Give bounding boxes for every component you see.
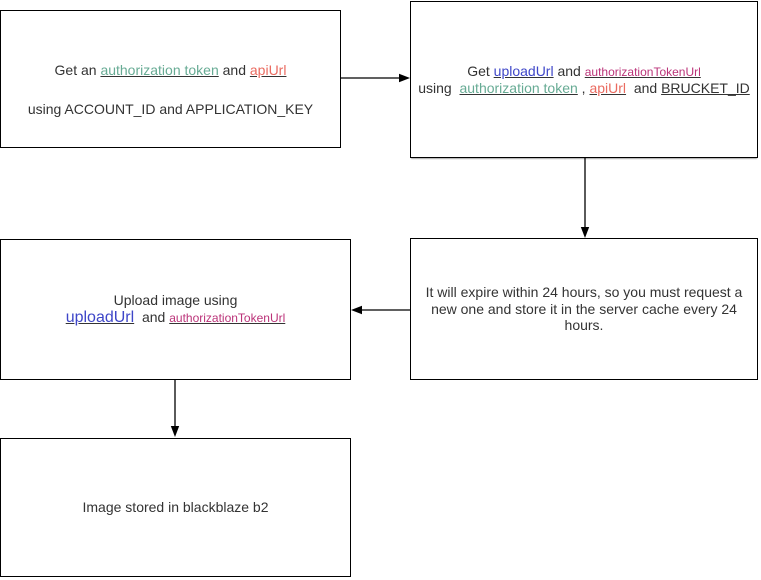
text-segment: and: [553, 63, 585, 80]
auth-token-url-link-text: authorizationTokenUrl: [584, 65, 701, 80]
get-upload-url-node: Get uploadUrl and authorizationTokenUrl …: [410, 1, 758, 158]
text-segment: using: [418, 79, 460, 96]
arrow-get-upload-url-to-expiry-note: [580, 158, 590, 238]
api-url-link-text: apiUrl: [589, 79, 627, 96]
node-text-line: Get an authorization token and apiUrl: [55, 62, 287, 79]
text-segment: Get: [467, 63, 494, 80]
upload-image-node: Upload image using uploadUrl and authori…: [0, 239, 351, 380]
upload-url-link-text: uploadUrl: [493, 63, 554, 80]
expiry-note-node: It will expire within 24 hours, so you m…: [410, 238, 758, 380]
text-segment: ,: [577, 79, 590, 96]
node-text-line: Image stored in blackblaze b2: [82, 499, 269, 516]
node-text-line: Get uploadUrl and authorizationTokenUrl: [467, 63, 701, 80]
auth-token-link-text: authorization token: [100, 62, 219, 79]
text-segment: and: [134, 309, 170, 326]
arrow-upload-image-to-stored: [170, 380, 180, 437]
stored-node: Image stored in blackblaze b2: [0, 438, 351, 577]
text-segment: Get an: [54, 62, 101, 79]
text-segment: and: [626, 79, 662, 96]
auth-token-url-link-text: authorizationTokenUrl: [169, 311, 286, 326]
node-text-line: Upload image using: [113, 291, 238, 308]
api-url-link-text: apiUrl: [249, 62, 287, 79]
node-text-line: It will expire within 24 hours, so you m…: [425, 283, 747, 334]
node-text-line: using authorization token , apiUrl and B…: [418, 80, 750, 96]
node-text-line: uploadUrl and authorizationTokenUrl: [66, 308, 286, 327]
arrow-expiry-note-to-upload-image: [351, 305, 410, 315]
bucket-id-text: BRUCKET_ID: [661, 79, 750, 96]
auth-token-link-text: authorization token: [459, 79, 578, 96]
get-token-node: Get an authorization token and apiUrl us…: [0, 10, 341, 148]
node-text-line: using ACCOUNT_ID and APPLICATION_KEY: [27, 101, 314, 117]
arrow-get-token-to-get-upload-url: [341, 73, 410, 83]
upload-url-link-text: uploadUrl: [65, 309, 135, 327]
text-segment: and: [218, 62, 250, 79]
